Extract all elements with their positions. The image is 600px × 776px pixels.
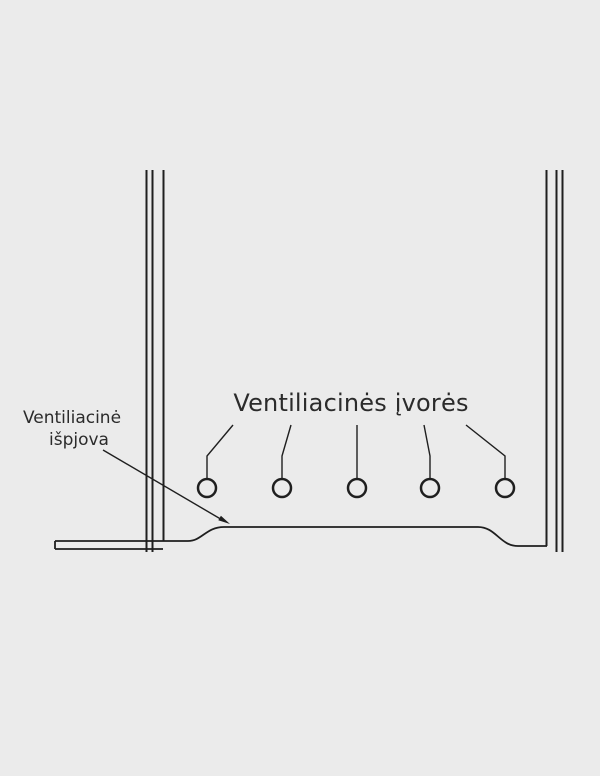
right-wall [545,170,564,552]
ventilation-sleeve-circle [271,477,293,499]
cutout-label-line2: išpjova [49,430,109,450]
leader-line [281,424,292,479]
ventilation-sleeve-circle [494,477,516,499]
cutout-arrow-line [102,449,225,522]
cutout-label-line1: Ventiliacinė [23,408,121,428]
bottom-profile [54,526,547,550]
ventilation-sleeve-circle [346,477,368,499]
slab-top-profile-line [55,526,547,547]
ventilation-sleeves [196,424,516,499]
cutout-arrow [102,449,230,524]
leader-line [206,424,234,479]
leader-line [465,424,506,479]
ventilation-sleeve-circle [196,477,218,499]
ventilation-sleeve-circle [419,477,441,499]
sleeves-label: Ventiliacinės įvorės [233,389,468,417]
left-wall [145,170,165,552]
leader-line [423,424,431,479]
cutout-arrowhead [218,515,230,524]
